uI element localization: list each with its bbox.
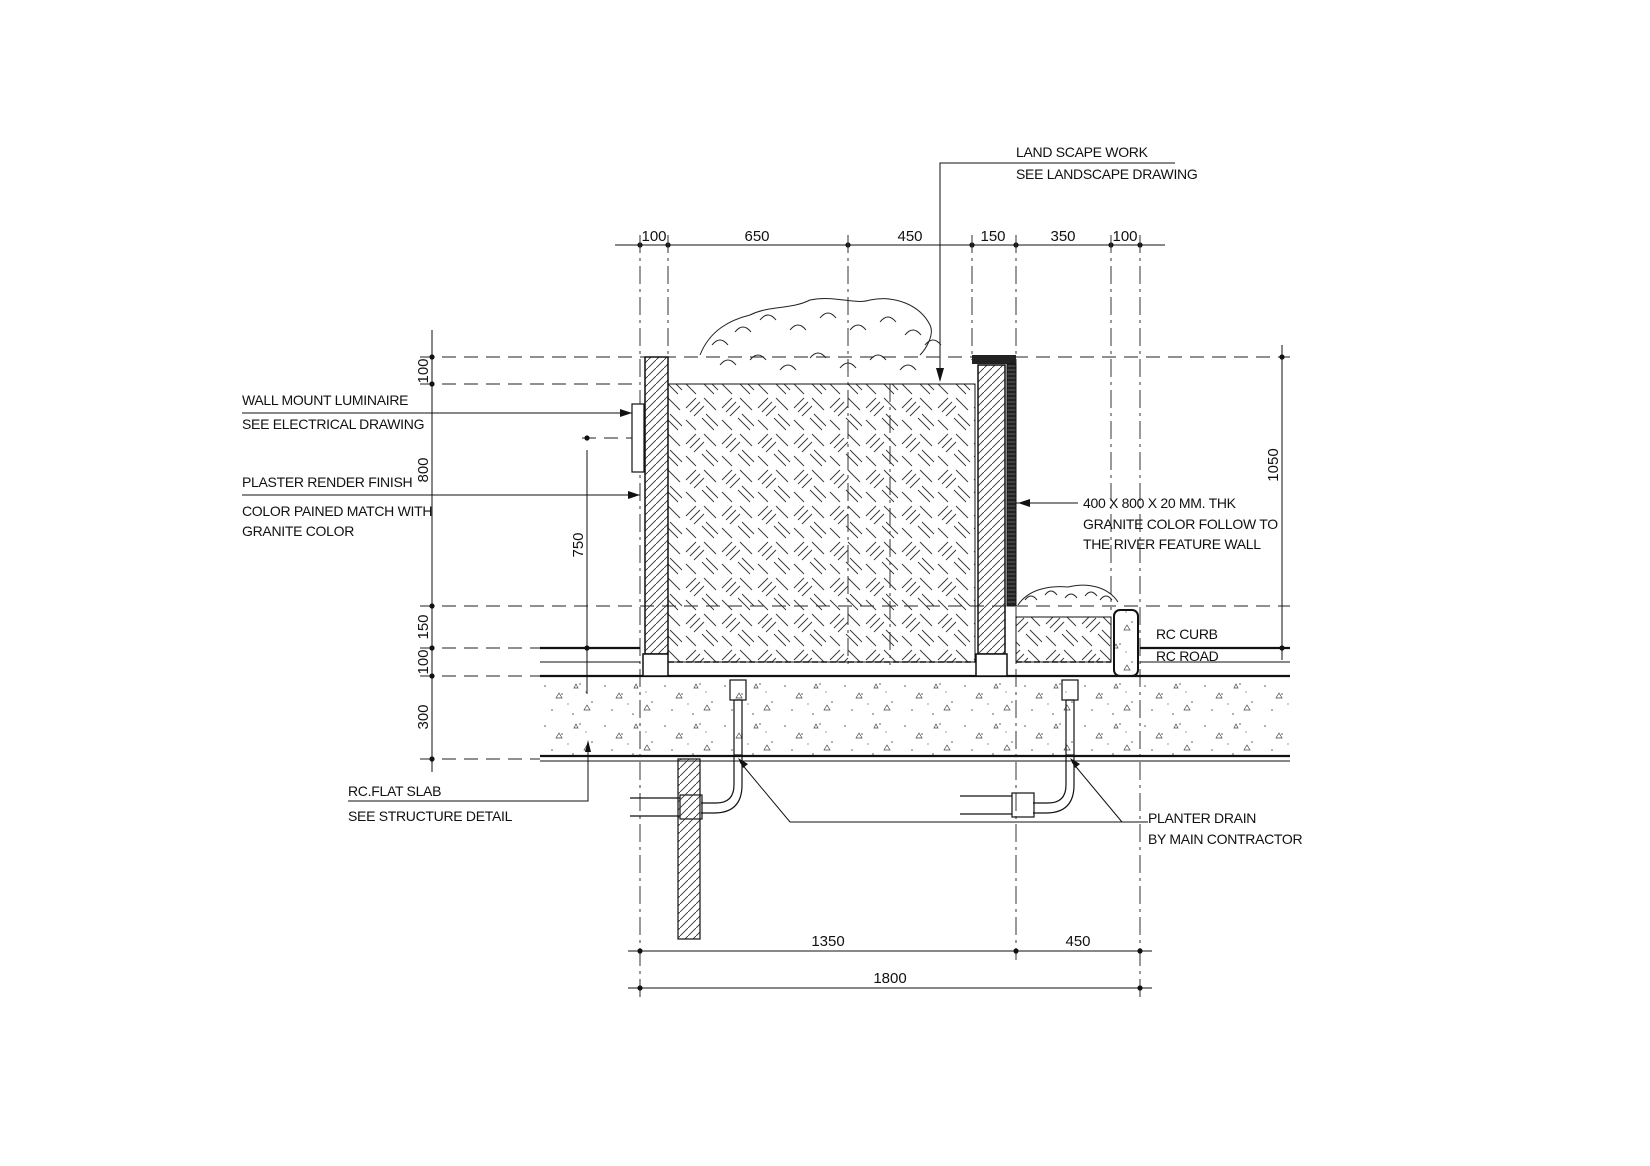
dim-top-1: 100 xyxy=(641,228,666,245)
granite-label-2: GRANITE COLOR FOLLOW TO xyxy=(1083,516,1278,532)
plaster-label-3: GRANITE COLOR xyxy=(242,523,354,539)
drain-label-1: PLANTER DRAIN xyxy=(1148,810,1256,826)
plaster-label-2: COLOR PAINED MATCH WITH xyxy=(242,503,432,519)
dim-right-1050: 1050 xyxy=(1265,448,1282,481)
right-callouts: 400 X 800 X 20 MM. THK GRANITE COLOR FOL… xyxy=(738,495,1303,847)
dim-top-3: 450 xyxy=(897,228,922,245)
plaster-label-1: PLASTER RENDER FINISH xyxy=(242,474,412,490)
dim-left-4: 100 xyxy=(415,649,432,674)
rc-flat-slab xyxy=(540,674,1290,762)
left-callouts: WALL MOUNT LUMINAIRE SEE ELECTRICAL DRAW… xyxy=(242,392,640,824)
dim-top-2: 650 xyxy=(744,228,769,245)
dim-left-5: 300 xyxy=(415,704,432,729)
drain-label-2: BY MAIN CONTRACTOR xyxy=(1148,831,1303,847)
planter-walls xyxy=(631,355,1139,677)
dim-bottom-450: 450 xyxy=(1065,933,1090,950)
dim-inner-750: 750 xyxy=(570,532,587,557)
granite-label-1: 400 X 800 X 20 MM. THK xyxy=(1083,495,1237,511)
wall-luminaire xyxy=(631,403,645,473)
dim-left-1: 100 xyxy=(415,358,432,383)
landscape-callout: LAND SCAPE WORK SEE LANDSCAPE DRAWING xyxy=(936,144,1198,382)
bottom-dimensions: 1350 450 1800 xyxy=(628,933,1152,991)
top-dimension: 100 650 450 150 350 100 xyxy=(615,228,1165,248)
luminaire-label-2: SEE ELECTRICAL DRAWING xyxy=(242,416,424,432)
slab-label-1: RC.FLAT SLAB xyxy=(348,783,441,799)
landscape-label-2: SEE LANDSCAPE DRAWING xyxy=(1016,166,1197,182)
planter-soil xyxy=(667,383,1112,663)
right-dimension: 1050 xyxy=(1265,345,1285,660)
rc-curb xyxy=(1113,609,1139,677)
left-dimension: 100 800 150 100 300 750 xyxy=(415,330,640,772)
landscape-label-1: LAND SCAPE WORK xyxy=(1016,144,1149,160)
dim-bottom-1350: 1350 xyxy=(811,933,844,950)
curb-label: RC CURB xyxy=(1156,626,1218,642)
support-wall xyxy=(677,758,701,940)
dim-top-5: 350 xyxy=(1050,228,1075,245)
luminaire-label-1: WALL MOUNT LUMINAIRE xyxy=(242,392,408,408)
dim-left-3: 150 xyxy=(415,614,432,639)
granite-cladding xyxy=(1006,363,1017,607)
dim-left-2: 800 xyxy=(415,457,432,482)
planter-drains xyxy=(630,679,1079,820)
dim-top-6: 100 xyxy=(1112,228,1137,245)
plant-foliage xyxy=(699,298,1119,606)
dim-top-4: 150 xyxy=(980,228,1005,245)
granite-label-3: THE RIVER FEATURE WALL xyxy=(1083,536,1261,552)
rc-road xyxy=(540,646,1290,663)
slab-label-2: SEE STRUCTURE DETAIL xyxy=(348,808,513,824)
road-label: RC ROAD xyxy=(1156,648,1219,664)
dim-bottom-1800: 1800 xyxy=(873,970,906,987)
